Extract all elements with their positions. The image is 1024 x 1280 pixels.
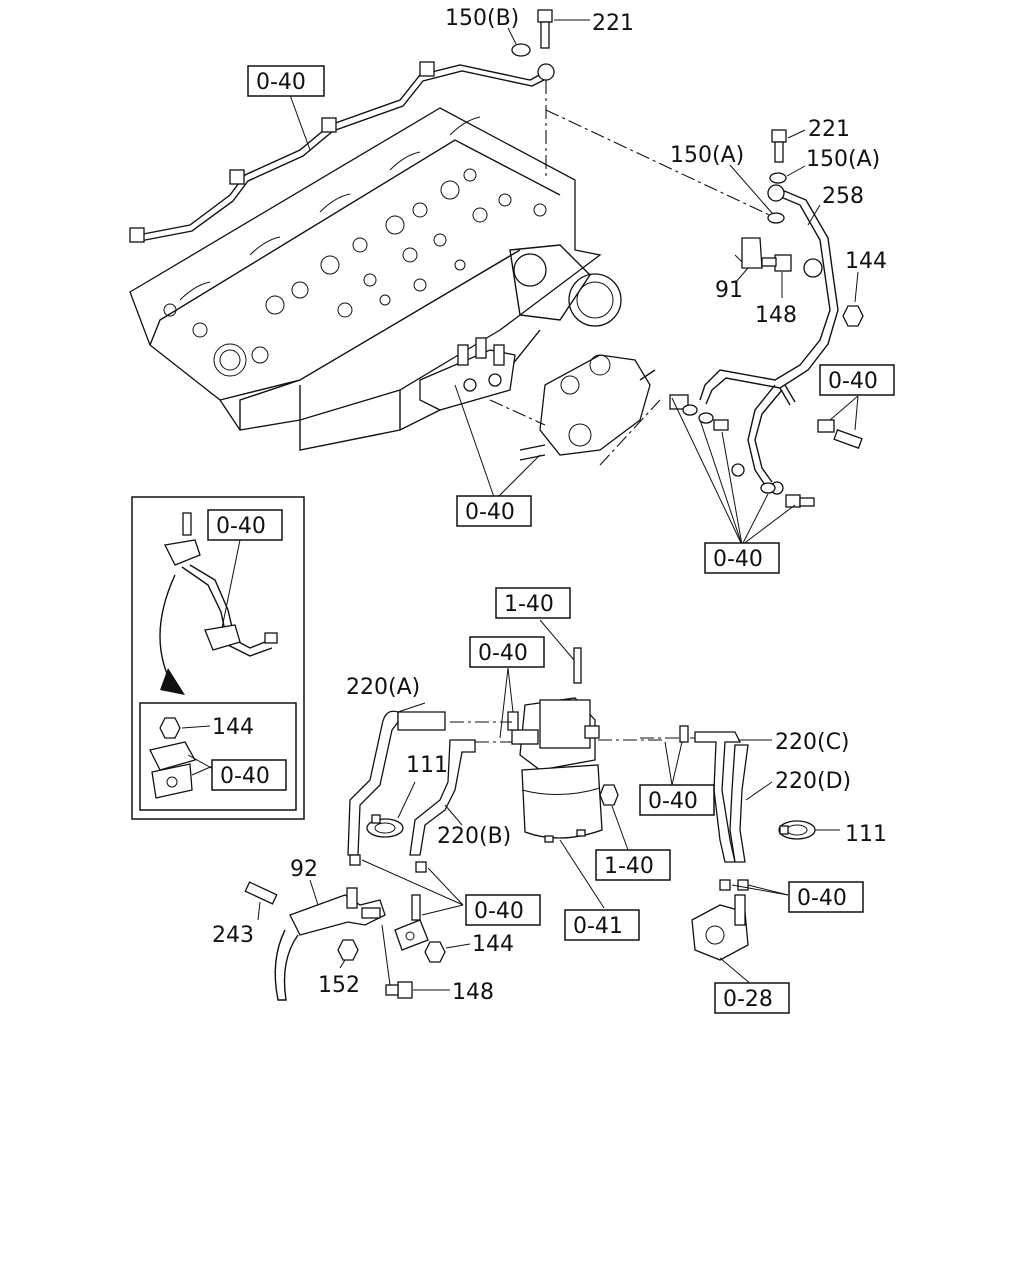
fitting-right bbox=[679, 725, 689, 743]
clamp-91 bbox=[734, 237, 763, 269]
label-144-bottom: 144 bbox=[472, 932, 514, 957]
ref-box-040-d bbox=[704, 542, 780, 574]
fuel-pipe-258 bbox=[669, 184, 839, 495]
hose-220b bbox=[409, 739, 476, 856]
label-220b: 220(B) bbox=[437, 824, 511, 849]
nut-144-bottom bbox=[424, 941, 446, 963]
ref-box-040-c bbox=[456, 495, 532, 527]
label-152: 152 bbox=[318, 973, 360, 998]
common-rail-illustration bbox=[419, 337, 516, 411]
ref-box-040-inset-top bbox=[207, 509, 283, 541]
ref-box-041 bbox=[564, 909, 640, 941]
hose-joint-right bbox=[817, 419, 863, 449]
label-91: 91 bbox=[715, 278, 743, 303]
ref-140-b: 1-40 bbox=[604, 854, 654, 879]
ref-140-a: 1-40 bbox=[504, 592, 554, 617]
bolt-148-top bbox=[761, 254, 792, 298]
bolt-221-right bbox=[771, 129, 806, 163]
ref-box-040-g bbox=[465, 894, 541, 926]
label-144-inset: 144 bbox=[212, 715, 254, 740]
label-148-top: 148 bbox=[755, 303, 797, 328]
ref-box-028 bbox=[714, 982, 790, 1014]
ref-040-f: 0-40 bbox=[648, 789, 698, 814]
label-150a-left: 150(A) bbox=[670, 143, 744, 168]
ref-041: 0-41 bbox=[573, 914, 623, 939]
label-221-right: 221 bbox=[808, 117, 850, 142]
bolt-148-bottom bbox=[381, 924, 450, 999]
nut-under-filter bbox=[599, 784, 619, 806]
banjo-washers bbox=[682, 404, 815, 508]
ref-040-b: 0-40 bbox=[828, 369, 878, 394]
ref-040-g: 0-40 bbox=[474, 899, 524, 924]
fuel-filter-illustration bbox=[511, 697, 603, 843]
label-220a: 220(A) bbox=[346, 675, 420, 700]
cylinder-head-illustration bbox=[129, 107, 622, 451]
hose-220a bbox=[347, 702, 446, 856]
bolt-221-top bbox=[537, 9, 590, 49]
bolt-top-filter bbox=[539, 619, 582, 684]
injection-pump-illustration bbox=[519, 354, 656, 461]
ref-box-040-f bbox=[639, 784, 715, 816]
ref-box-040-e bbox=[469, 636, 545, 668]
washer-150a-left bbox=[767, 212, 785, 224]
label-111-left: 111 bbox=[406, 753, 448, 778]
ref-040-h: 0-40 bbox=[797, 886, 847, 911]
ref-040-inset-top: 0-40 bbox=[216, 514, 266, 539]
leader-lines-040-d bbox=[671, 397, 796, 546]
stud-243 bbox=[244, 881, 278, 921]
ref-box-040-inset-bottom bbox=[211, 759, 287, 791]
inset-clamp-illustration bbox=[149, 741, 216, 799]
label-220d: 220(D) bbox=[775, 769, 851, 794]
label-220c: 220(C) bbox=[775, 730, 850, 755]
ref-040-a: 0-40 bbox=[256, 70, 306, 95]
label-243: 243 bbox=[212, 923, 254, 948]
ref-box-040-a bbox=[247, 65, 325, 97]
fitting-left bbox=[507, 711, 519, 731]
washer-150a-right bbox=[769, 172, 787, 184]
ref-040-c: 0-40 bbox=[465, 500, 515, 525]
fuel-sensor-illustration bbox=[691, 879, 749, 961]
clamp-block bbox=[394, 894, 429, 951]
ref-040-e: 0-40 bbox=[478, 641, 528, 666]
label-144-top: 144 bbox=[845, 249, 887, 274]
label-148-bottom: 148 bbox=[452, 980, 494, 1005]
ref-040-d: 0-40 bbox=[713, 547, 763, 572]
ref-028: 0-28 bbox=[723, 987, 773, 1012]
label-150a-right: 150(A) bbox=[806, 147, 880, 172]
label-221-top: 221 bbox=[592, 11, 634, 36]
nut-144-top bbox=[842, 305, 864, 327]
leak-off-pipe-illustration bbox=[129, 61, 555, 243]
hose-clamp-111-right bbox=[778, 820, 816, 840]
washer-150b bbox=[511, 43, 531, 57]
label-92: 92 bbox=[290, 857, 318, 882]
inset-pipe-illustration bbox=[159, 512, 278, 695]
ref-box-040-b bbox=[819, 364, 895, 396]
bracket-92 bbox=[274, 887, 386, 1001]
ref-box-040-h bbox=[788, 881, 864, 913]
hose-clamp-111-left bbox=[366, 814, 404, 838]
ref-040-inset-bottom: 0-40 bbox=[220, 764, 270, 789]
nut-152 bbox=[337, 939, 359, 961]
label-258: 258 bbox=[822, 184, 864, 209]
ref-box-140-b bbox=[595, 849, 671, 881]
label-150b: 150(B) bbox=[445, 6, 519, 31]
hose-220d bbox=[729, 744, 773, 863]
ref-box-140-a bbox=[495, 587, 571, 619]
label-111-right: 111 bbox=[845, 822, 887, 847]
inset-nut-144 bbox=[159, 717, 181, 739]
